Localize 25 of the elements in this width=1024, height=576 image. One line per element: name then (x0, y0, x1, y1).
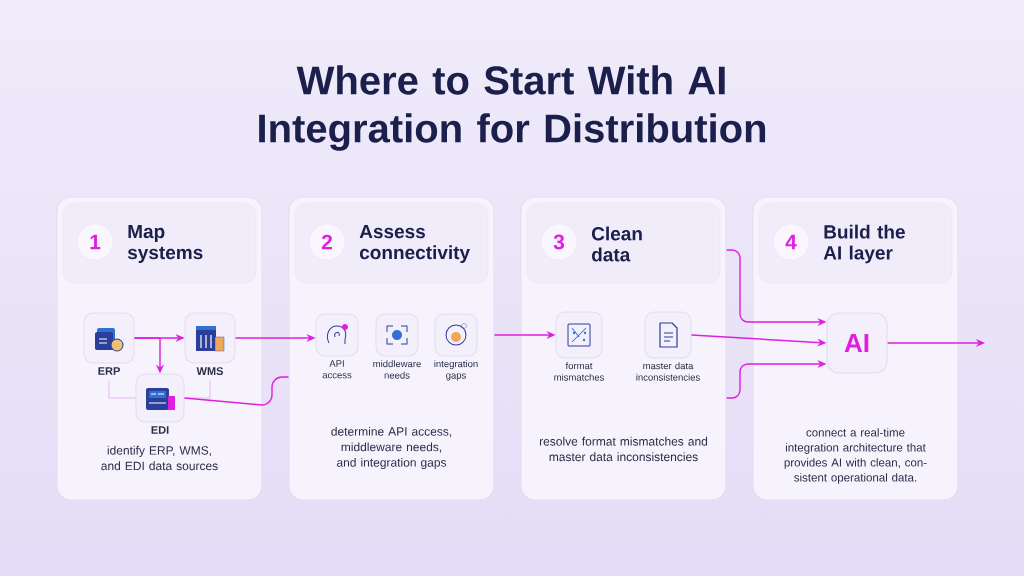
icon-label: middleware needs (373, 360, 421, 379)
step-number: 2 (308, 223, 346, 261)
step-number: 4 (772, 223, 810, 261)
step-heading: Clean data (592, 226, 642, 262)
icon-label: ERP (98, 367, 120, 375)
step-heading: Map systems (127, 225, 203, 263)
ai-tile: AI (826, 312, 888, 374)
icon-label: master data inconsistencies (636, 362, 700, 381)
connector-line (184, 380, 211, 399)
icon-label: integration gaps (434, 360, 478, 381)
icon-label: format mismatches (554, 362, 604, 381)
title: Where to Start With AI Integration for Distribution (259, 65, 766, 151)
step-number: 3 (540, 223, 578, 261)
connector-line (183, 376, 290, 406)
step-description: determine API access, middleware needs, and integration gaps (331, 426, 452, 470)
icon-label: API access (322, 360, 352, 379)
icon-label: EDI (151, 426, 169, 434)
step-description: connect a real-time integration architecture that provides AI with clean, con-sistent operational data. (784, 428, 927, 484)
step-heading: Assess connectivity (359, 225, 470, 263)
step-description: identify ERP, WMS, and EDI data sources (101, 445, 218, 471)
step-description: resolve format mismatches and master data inconsistencies (539, 436, 708, 462)
step-number: 1 (76, 223, 114, 261)
icon-label: WMS (196, 367, 223, 375)
step-heading: Build the AI layer (823, 224, 905, 264)
connector-line (108, 380, 136, 399)
